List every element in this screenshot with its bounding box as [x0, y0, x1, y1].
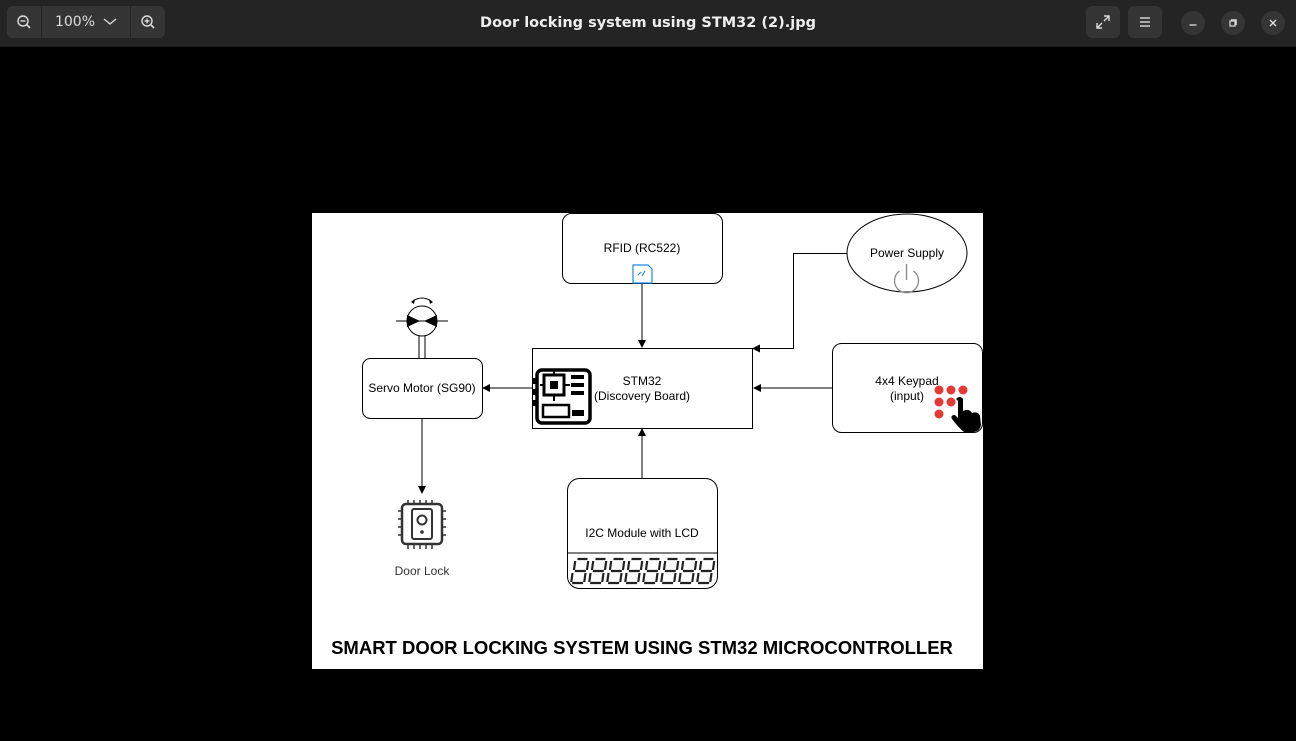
title-bar: 100% Door locking system using STM32 (2)… — [0, 0, 1296, 47]
stm32-label-line2: (Discovery Board) — [594, 389, 690, 403]
zoom-control: 100% — [7, 6, 165, 38]
stm32-block: STM32 (Discovery Board) — [532, 348, 753, 429]
hamburger-menu-icon — [1140, 17, 1150, 27]
fullscreen-icon — [1096, 15, 1110, 29]
lcd-module-label: I2C Module with LCD — [585, 526, 699, 540]
zoom-out-button[interactable] — [7, 6, 41, 38]
separator — [41, 6, 42, 38]
zoom-in-button[interactable] — [131, 6, 165, 38]
seven-segment-display-icon — [570, 557, 716, 585]
servo-motor-label: Servo Motor (SG90) — [368, 381, 475, 395]
power-icon — [893, 264, 920, 294]
lcd-digit — [678, 557, 698, 585]
main-menu-button[interactable] — [1128, 6, 1162, 38]
lcd-digit — [624, 557, 644, 585]
restore-icon — [1229, 19, 1237, 27]
diagram-image: RFID (RC522) Power Supply ST — [312, 213, 983, 669]
lcd-digit — [696, 557, 716, 585]
close-icon — [1269, 19, 1277, 27]
servo-motor-block: Servo Motor (SG90) — [362, 297, 483, 419]
minimize-icon — [1189, 24, 1197, 26]
diagram-title: SMART DOOR LOCKING SYSTEM USING STM32 MI… — [331, 637, 953, 658]
keypad-block: 4x4 Keypad (input) — [832, 343, 983, 433]
image-viewer[interactable]: RFID (RC522) Power Supply ST — [0, 47, 1296, 741]
circuit-board-icon — [533, 368, 592, 425]
lcd-module-block: I2C Module with LCD — [567, 478, 718, 589]
zoom-out-icon — [17, 15, 31, 29]
power-to-stm32-arrow — [752, 253, 847, 353]
separator — [130, 6, 131, 38]
lcd-digit — [642, 557, 662, 585]
restore-button[interactable] — [1221, 11, 1245, 35]
lcd-digit — [570, 557, 590, 585]
lcd-digit — [588, 557, 608, 585]
door-lock-icon — [398, 500, 446, 549]
zoom-level-dropdown[interactable]: 100% — [42, 6, 130, 38]
keypad-label-line2: (input) — [890, 389, 924, 403]
door-lock-label: Door Lock — [395, 564, 451, 578]
rfid-tag-icon — [632, 264, 653, 284]
rfid-label: RFID (RC522) — [604, 241, 681, 255]
keypad-label-line1: 4x4 Keypad — [875, 374, 938, 388]
fullscreen-button[interactable] — [1086, 6, 1120, 38]
zoom-level-value: 100% — [54, 14, 96, 30]
close-button[interactable] — [1261, 11, 1285, 35]
rfid-block: RFID (RC522) — [562, 213, 723, 284]
keypad-touch-icon — [934, 385, 981, 432]
zoom-in-icon — [141, 15, 155, 29]
power-supply-label: Power Supply — [870, 246, 944, 260]
stm32-label-line1: STM32 — [623, 374, 662, 388]
lcd-digit — [606, 557, 626, 585]
minimize-button[interactable] — [1181, 11, 1205, 35]
block-diagram: RFID (RC522) Power Supply ST — [331, 213, 983, 658]
power-supply-block: Power Supply — [846, 213, 968, 294]
lcd-digit — [660, 557, 680, 585]
servo-symbol-icon — [396, 297, 448, 358]
chevron-down-icon — [103, 18, 117, 25]
